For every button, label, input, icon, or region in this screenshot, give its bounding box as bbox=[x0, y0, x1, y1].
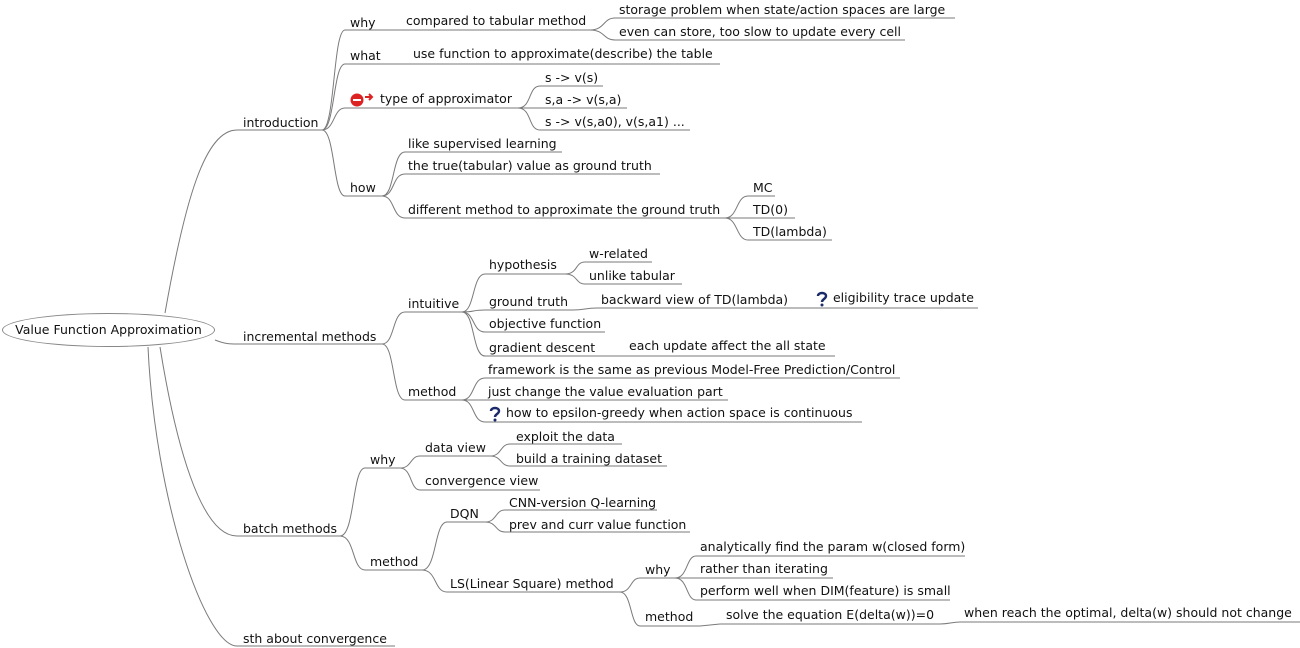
node-gradient-descent[interactable]: gradient descent bbox=[489, 340, 596, 355]
node-storage-problem[interactable]: storage problem when state/action spaces… bbox=[619, 2, 946, 17]
node-td-lambda[interactable]: TD(lambda) bbox=[753, 224, 827, 239]
node-prev-curr[interactable]: prev and curr value function bbox=[509, 517, 687, 532]
node-td0[interactable]: TD(0) bbox=[753, 202, 788, 217]
node-supervised[interactable]: like supervised learning bbox=[408, 136, 557, 151]
node-dqn[interactable]: DQN bbox=[450, 506, 479, 521]
node-batch[interactable]: batch methods bbox=[243, 521, 338, 536]
node-intuitive[interactable]: intuitive bbox=[408, 296, 460, 311]
node-w-related[interactable]: w-related bbox=[589, 246, 648, 261]
node-s-vs[interactable]: s -> v(s) bbox=[545, 70, 599, 85]
node-eligibility-trace[interactable]: eligibility trace update bbox=[815, 290, 974, 307]
node-intro-why[interactable]: why bbox=[350, 15, 376, 30]
node-ls-why[interactable]: why bbox=[645, 562, 671, 577]
node-intro-how[interactable]: how bbox=[350, 180, 376, 195]
root-node[interactable]: Value Function Approximation bbox=[2, 313, 215, 347]
node-epsilon-greedy[interactable]: how to epsilon-greedy when action space … bbox=[488, 405, 852, 422]
type-approximator-label: type of approximator bbox=[379, 91, 512, 106]
node-batch-method[interactable]: method bbox=[370, 554, 419, 569]
node-change-evaluation[interactable]: just change the value evaluation part bbox=[488, 384, 723, 399]
node-use-function[interactable]: use function to approximate(describe) th… bbox=[413, 46, 713, 61]
node-cnn-q-learning[interactable]: CNN-version Q-learning bbox=[509, 495, 657, 510]
epsilon-greedy-label: how to epsilon-greedy when action space … bbox=[505, 405, 853, 420]
question-icon bbox=[816, 291, 828, 306]
node-different-method[interactable]: different method to approximate the grou… bbox=[408, 202, 721, 217]
question-icon bbox=[489, 406, 501, 421]
node-ls-method-child[interactable]: method bbox=[645, 609, 694, 624]
node-ground-truth[interactable]: ground truth bbox=[489, 294, 568, 309]
node-analytically[interactable]: analytically find the param w(closed for… bbox=[700, 539, 966, 554]
node-convergence[interactable]: sth about convergence bbox=[243, 631, 387, 646]
node-unlike-tabular[interactable]: unlike tabular bbox=[589, 268, 675, 283]
node-s-vsa0[interactable]: s -> v(s,a0), v(s,a1) ... bbox=[545, 114, 685, 129]
node-exploit-data[interactable]: exploit the data bbox=[516, 429, 615, 444]
node-framework-same[interactable]: framework is the same as previous Model-… bbox=[488, 362, 896, 377]
node-objective-function[interactable]: objective function bbox=[489, 316, 602, 331]
node-reach-optimal[interactable]: when reach the optimal, delta(w) should … bbox=[964, 605, 1292, 620]
node-training-dataset[interactable]: build a training dataset bbox=[516, 451, 663, 466]
node-ground-truth-tabular[interactable]: the true(tabular) value as ground truth bbox=[408, 158, 652, 173]
node-batch-why[interactable]: why bbox=[370, 452, 396, 467]
node-type-approximator[interactable]: type of approximator bbox=[350, 91, 512, 107]
node-rather-iterating[interactable]: rather than iterating bbox=[700, 561, 828, 576]
node-intro-what[interactable]: what bbox=[350, 48, 381, 63]
node-too-slow[interactable]: even can store, too slow to update every… bbox=[619, 24, 902, 39]
node-each-update[interactable]: each update affect the all state bbox=[629, 338, 826, 353]
node-convergence-view[interactable]: convergence view bbox=[425, 473, 539, 488]
arrow-right-icon bbox=[365, 93, 374, 101]
node-hypothesis[interactable]: hypothesis bbox=[489, 257, 557, 272]
node-sa-vsa[interactable]: s,a -> v(s,a) bbox=[545, 92, 622, 107]
node-solve-equation[interactable]: solve the equation E(delta(w))=0 bbox=[726, 607, 935, 622]
node-compared-tabular[interactable]: compared to tabular method bbox=[406, 13, 587, 28]
node-incremental[interactable]: incremental methods bbox=[243, 329, 377, 344]
stop-icon bbox=[350, 93, 364, 106]
node-data-view[interactable]: data view bbox=[425, 440, 486, 455]
node-perform-well[interactable]: perform well when DIM(feature) is small bbox=[700, 583, 951, 598]
node-incremental-method[interactable]: method bbox=[408, 384, 457, 399]
node-ls-method[interactable]: LS(Linear Square) method bbox=[450, 576, 614, 591]
node-mc[interactable]: MC bbox=[753, 180, 773, 195]
node-backward-view[interactable]: backward view of TD(lambda) bbox=[601, 292, 789, 307]
node-introduction[interactable]: introduction bbox=[243, 115, 319, 130]
eligibility-trace-label: eligibility trace update bbox=[832, 290, 974, 305]
